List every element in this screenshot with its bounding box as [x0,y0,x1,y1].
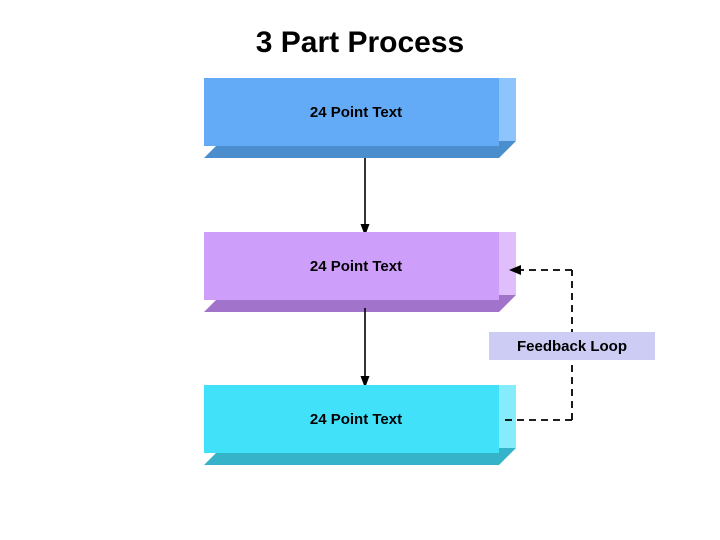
page-title: 3 Part Process [255,26,465,59]
process-step-1-shape [204,78,516,158]
feedback-loop-label: Feedback Loop [489,332,655,360]
connector-1-2 [355,158,375,236]
process-step-2[interactable]: 24 Point Text [196,232,516,314]
feedback-arrowhead-icon [509,265,521,275]
process-step-2-shape [204,232,516,312]
connector-2-3-arrow [360,308,370,388]
connector-2-3 [355,308,375,388]
process-step-3-shape [204,385,516,465]
connector-1-2-arrow [360,158,370,236]
process-step-1[interactable]: 24 Point Text [196,78,516,160]
process-step-3[interactable]: 24 Point Text [196,385,516,467]
